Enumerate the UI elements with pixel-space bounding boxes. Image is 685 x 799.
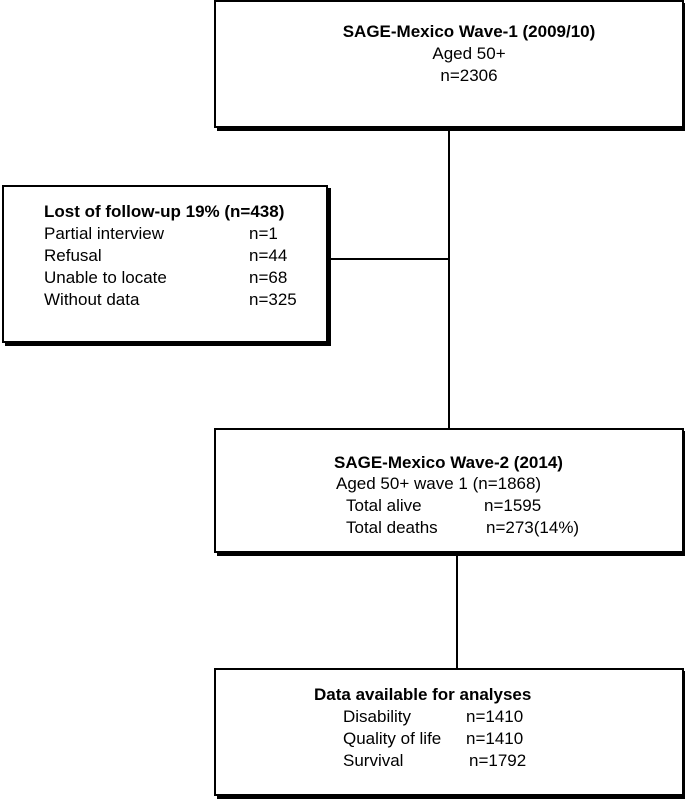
lost-row-value: n=325 [249, 290, 297, 309]
wave2-box: SAGE-Mexico Wave-2 (2014) Aged 50+ wave … [214, 428, 684, 553]
lost-row-label: Without data [44, 290, 140, 309]
wave2-row-value: n=273(14%) [486, 518, 580, 537]
analyses-row-value: n=1410 [466, 729, 524, 748]
analyses-row-label: Disability [343, 707, 412, 726]
connector-wave2-to-analyses [456, 553, 458, 668]
analyses-row-label: Survival [343, 751, 404, 770]
wave1-title: SAGE-Mexico Wave-1 (2009/10) [342, 22, 596, 41]
lost-followup-box: Lost of follow-up 19% (n=438) Partial in… [2, 185, 328, 343]
lost-row-value: n=1 [249, 224, 278, 243]
lost-row-value: n=44 [249, 246, 288, 265]
wave1-n: n=2306 [440, 66, 498, 85]
wave2-aged: Aged 50+ wave 1 (n=1868) [336, 474, 542, 493]
connector-to-lost-box [328, 258, 448, 260]
lost-row-value: n=68 [249, 268, 288, 287]
analyses-title: Data available for analyses [314, 685, 532, 704]
analyses-row-label: Quality of life [343, 729, 442, 748]
analyses-row-value: n=1410 [466, 707, 524, 726]
lost-row-label: Refusal [44, 246, 102, 265]
wave2-title: SAGE-Mexico Wave-2 (2014) [334, 453, 563, 472]
wave2-row-label: Total deaths [346, 518, 438, 537]
wave1-box: SAGE-Mexico Wave-1 (2009/10) Aged 50+ n=… [214, 0, 684, 128]
wave2-row-value: n=1595 [484, 496, 542, 515]
lost-row-label: Partial interview [44, 224, 164, 243]
analyses-row-value: n=1792 [469, 751, 527, 770]
wave2-row-label: Total alive [346, 496, 422, 515]
wave1-age: Aged 50+ [432, 44, 506, 63]
connector-wave1-to-wave2 [448, 128, 450, 428]
analyses-box: Data available for analyses Disability n… [214, 668, 684, 796]
lost-title: Lost of follow-up 19% (n=438) [44, 202, 285, 221]
lost-row-label: Unable to locate [44, 268, 167, 287]
